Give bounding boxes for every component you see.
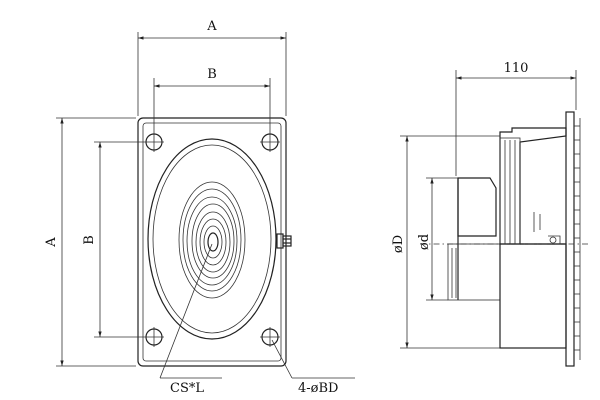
dimension-110: 110 <box>455 61 577 176</box>
dimension-a-horizontal: A <box>137 19 287 116</box>
callout-label: 4-øBD <box>298 381 338 396</box>
callout-holes: 4-øBD <box>271 339 355 396</box>
dimension-b-horizontal: B <box>153 67 271 132</box>
dimension-label: A <box>206 19 217 34</box>
dimension-a-vertical: A <box>44 117 136 367</box>
lower-body <box>499 243 567 349</box>
dimension-id: ød <box>417 177 458 301</box>
side-plate <box>565 111 575 367</box>
callout-center: CS*L <box>159 243 222 396</box>
housing-section <box>499 127 567 245</box>
front-view: A B A B CS*L <box>44 19 355 396</box>
plate-fins <box>574 118 581 360</box>
base-plate-inner-edge <box>142 122 282 362</box>
side-bolt <box>276 233 292 249</box>
side-view: 110 øD ød <box>391 61 590 367</box>
dimension-label: B <box>82 235 97 245</box>
dimension-b-vertical: B <box>82 141 144 338</box>
dimension-label: øD <box>391 235 406 253</box>
dimension-label: 110 <box>504 61 529 76</box>
callout-label: CS*L <box>170 381 204 396</box>
mounting-holes <box>144 132 280 347</box>
isolator-body <box>147 138 277 340</box>
dimension-label: B <box>207 67 217 82</box>
dimension-od: øD <box>391 135 500 349</box>
rubber-element <box>447 177 501 301</box>
base-plate <box>137 117 287 367</box>
dimension-label: A <box>44 237 59 248</box>
dimension-label: ød <box>417 234 432 250</box>
